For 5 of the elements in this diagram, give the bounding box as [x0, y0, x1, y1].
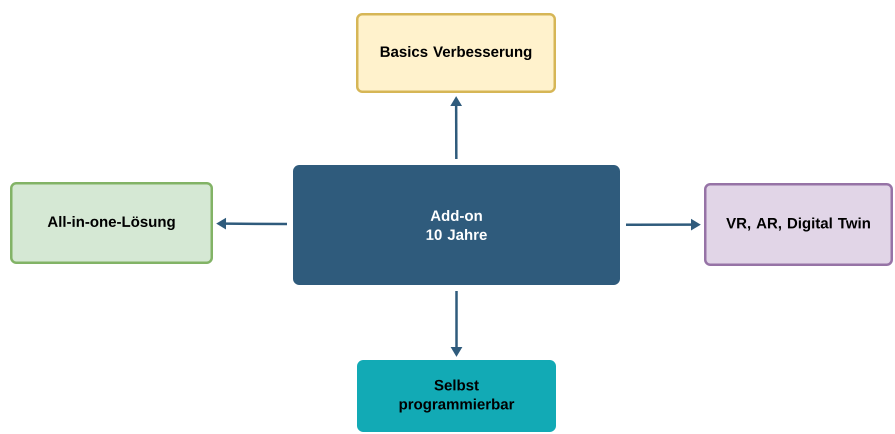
process-box: Selbst programmierbar: [357, 360, 556, 432]
process-box: Basics Verbesserung: [356, 13, 556, 93]
process-box: All-in-one-Lösung: [10, 182, 213, 264]
process-box: VR, AR, Digital Twin: [704, 183, 893, 266]
central-box: Add-on 10 Jahre: [293, 165, 620, 285]
